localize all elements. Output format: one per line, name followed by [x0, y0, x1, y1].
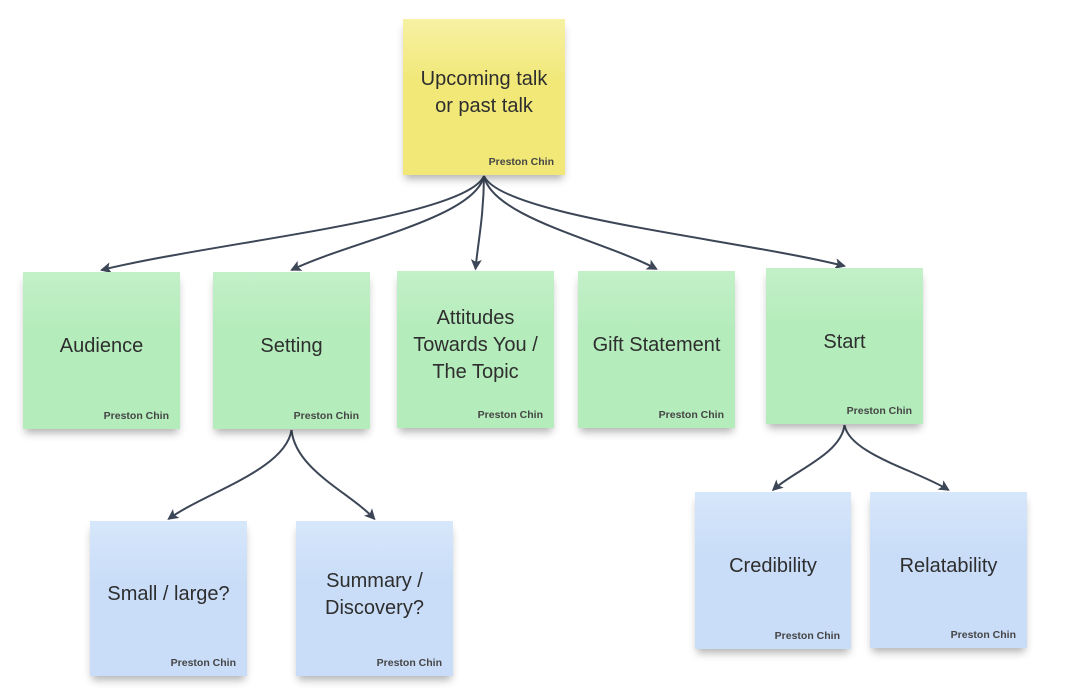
sticky-note-label: Credibility	[729, 555, 817, 577]
sticky-note-label: Audience	[59, 335, 144, 357]
sticky-note-setting[interactable]: Setting Preston Chin	[213, 272, 370, 429]
note-author: Preston Chin	[658, 408, 724, 421]
note-author: Preston Chin	[477, 408, 543, 421]
connector-root-to-setting[interactable]	[290, 175, 485, 271]
sticky-note-label: Setting	[260, 335, 323, 357]
sticky-note-label: Start	[823, 330, 866, 353]
sticky-note-label: Attitudes Towards You / The Topic	[413, 307, 538, 383]
connector-root-to-audience[interactable]	[100, 175, 485, 274]
sticky-note-summary-discovery[interactable]: Summary / Discovery? Preston Chin	[296, 521, 453, 676]
sticky-note-audience[interactable]: Audience Preston Chin	[23, 272, 180, 429]
connector-root-to-start[interactable]	[483, 175, 846, 270]
note-author: Preston Chin	[846, 404, 912, 417]
connector-root-to-attitudes[interactable]	[470, 175, 485, 271]
sticky-note-attitudes[interactable]: Attitudes Towards You / The Topic Presto…	[397, 271, 554, 428]
note-author: Preston Chin	[170, 656, 236, 669]
sticky-note-start[interactable]: Start Preston Chin	[766, 268, 923, 424]
connector-start-to-credibility[interactable]	[771, 424, 846, 492]
connector-setting-to-small-large[interactable]	[167, 429, 293, 520]
sticky-note-root[interactable]: Upcoming talk or past talk Preston Chin	[403, 19, 565, 175]
sticky-note-credibility[interactable]: Credibility Preston Chin	[695, 492, 851, 649]
connector-setting-to-summary-discovery[interactable]	[290, 429, 376, 521]
note-author: Preston Chin	[376, 656, 442, 669]
sticky-note-label: Gift Statement	[592, 334, 721, 356]
sticky-note-small-large[interactable]: Small / large? Preston Chin	[90, 521, 247, 676]
sticky-note-gift-statement[interactable]: Gift Statement Preston Chin	[578, 271, 735, 428]
sticky-note-label: Summary / Discovery?	[325, 569, 424, 619]
sticky-note-relatability[interactable]: Relatability Preston Chin	[870, 492, 1027, 648]
sticky-note-label: Small / large?	[107, 583, 230, 605]
sticky-note-label: Relatability	[899, 554, 998, 577]
note-author: Preston Chin	[774, 629, 840, 642]
connector-root-to-gift-statement[interactable]	[483, 175, 658, 270]
note-author: Preston Chin	[488, 155, 554, 168]
connector-start-to-relatability[interactable]	[843, 424, 950, 491]
sticky-note-label: Upcoming talk or past talk	[420, 68, 548, 117]
note-author: Preston Chin	[950, 628, 1016, 641]
note-author: Preston Chin	[293, 409, 359, 422]
note-author: Preston Chin	[103, 409, 169, 422]
